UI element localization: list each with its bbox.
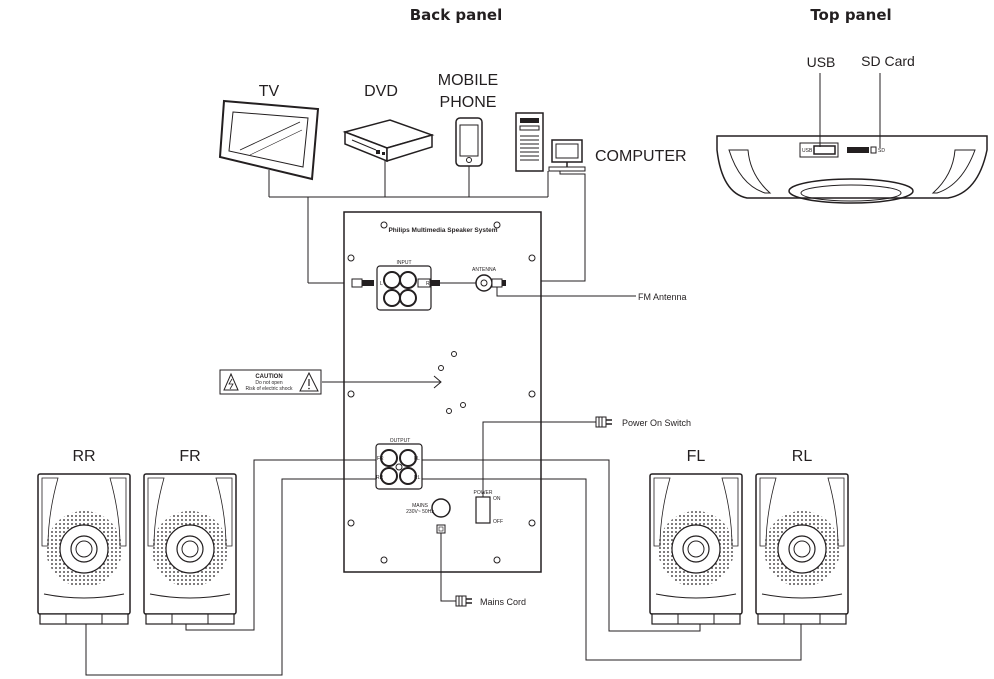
usb-label: USB bbox=[807, 54, 836, 70]
output-rl-label: RL bbox=[414, 475, 421, 481]
antenna-label: ANTENNA bbox=[472, 267, 497, 273]
tv-label: TV bbox=[259, 83, 280, 100]
top-panel-unit bbox=[716, 135, 988, 204]
caution-line1: Do not open bbox=[255, 380, 282, 386]
speaker-fr bbox=[143, 473, 237, 625]
input-cables bbox=[268, 160, 586, 284]
fm-antenna-label: FM Antenna bbox=[638, 292, 687, 302]
output-jacks bbox=[375, 443, 423, 490]
back-panel-heading: Back panel bbox=[410, 6, 503, 24]
computer-tower-icon bbox=[515, 112, 544, 172]
tv-icon bbox=[218, 99, 320, 181]
power-switch bbox=[475, 416, 612, 524]
mobile-phone-icon bbox=[455, 117, 483, 167]
output-fr-label: FR bbox=[377, 456, 384, 462]
mobile-label-line2: PHONE bbox=[440, 94, 497, 111]
input-label: INPUT bbox=[397, 260, 412, 266]
caution-line2: Risk of electric shock bbox=[246, 386, 293, 392]
top-panel-heading: Top panel bbox=[810, 6, 891, 24]
input-l-label: L bbox=[380, 281, 383, 287]
input-r-label: R bbox=[426, 281, 430, 287]
power-off-label: OFF bbox=[493, 519, 503, 525]
speaker-fl-label: FL bbox=[687, 448, 706, 465]
computer-monitor-icon bbox=[548, 139, 586, 172]
output-fl-label: FL bbox=[414, 456, 420, 462]
dvd-label: DVD bbox=[364, 83, 398, 100]
power-on-label: ON bbox=[493, 496, 501, 502]
antenna-jack bbox=[475, 274, 636, 297]
input-jacks bbox=[351, 265, 476, 311]
computer-label: COMPUTER bbox=[595, 148, 687, 165]
usb-slot-text: USB bbox=[802, 148, 813, 154]
sd-slot-text: SD bbox=[878, 148, 885, 154]
back-panel bbox=[343, 211, 542, 573]
speaker-fl bbox=[649, 473, 743, 625]
panel-title: Philips Multimedia Speaker System bbox=[388, 227, 497, 234]
output-label: OUTPUT bbox=[390, 438, 411, 444]
power-label: POWER bbox=[474, 490, 493, 496]
mains-cord-label: Mains Cord bbox=[480, 597, 526, 607]
caution-label bbox=[219, 369, 322, 395]
sd-card-label: SD Card bbox=[861, 53, 915, 69]
caution-arrow bbox=[322, 375, 442, 389]
mobile-label-line1: MOBILE bbox=[438, 72, 498, 89]
dvd-player-icon bbox=[342, 119, 435, 163]
mains-spec-label: 230V~ 50Hz bbox=[406, 509, 434, 515]
speaker-rr bbox=[37, 473, 131, 625]
speaker-rl bbox=[755, 473, 849, 625]
caution-title: CAUTION bbox=[255, 374, 282, 380]
mains-label: MAINS bbox=[412, 503, 429, 509]
speaker-rl-label: RL bbox=[792, 448, 813, 465]
output-rr-label: RR bbox=[376, 475, 384, 481]
speaker-fr-label: FR bbox=[179, 448, 200, 465]
speaker-cables bbox=[85, 459, 802, 676]
mains-socket bbox=[431, 498, 472, 607]
power-on-switch-label: Power On Switch bbox=[622, 418, 691, 428]
speaker-rr-label: RR bbox=[72, 448, 95, 465]
